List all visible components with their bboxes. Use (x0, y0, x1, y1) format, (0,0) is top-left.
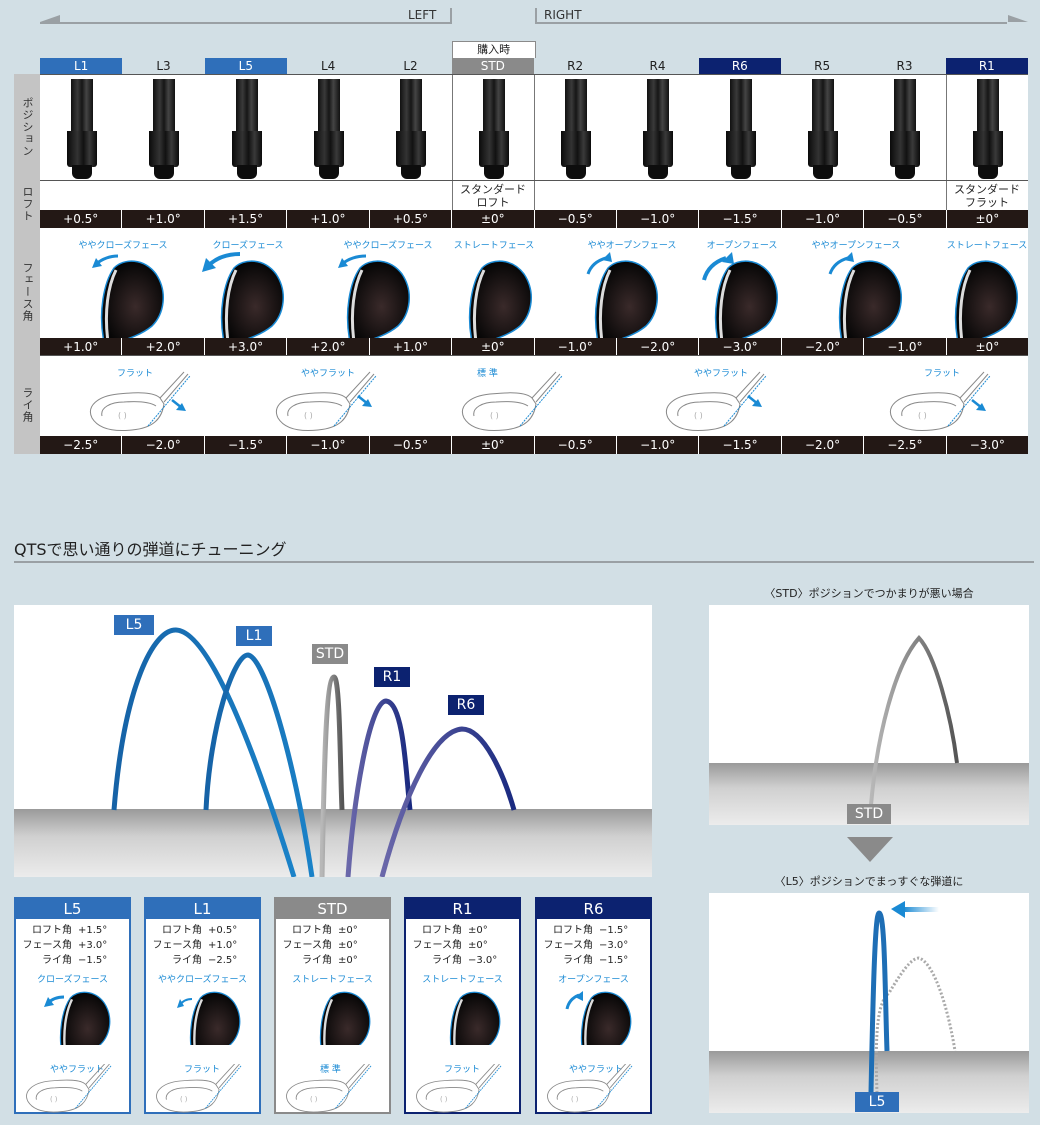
header-r6: R6 (698, 58, 781, 74)
left-label: LEFT (408, 8, 437, 22)
l5-trajectory-tag: L5 (114, 615, 154, 635)
face-icon (319, 991, 371, 1045)
section-title: QTSで思い通りの弾道にチューニング (14, 540, 287, 559)
std-caption: 〈STD〉ポジションでつかまりが悪い場合 (764, 587, 974, 600)
face-angle-row: フェース角 ややクローズフェース クローズフェース ややクローズフェース ストレ… (14, 228, 1028, 356)
down-arrow-icon (847, 837, 893, 862)
right-label: RIGHT (544, 8, 582, 22)
open-arrow-icon (586, 256, 607, 275)
lie-row-label: ライ角 (14, 355, 40, 454)
l1-trajectory-tag: L1 (236, 626, 272, 646)
header-l4: L4 (321, 59, 336, 73)
face-icon (449, 991, 501, 1045)
sleeve-image (642, 79, 673, 179)
sleeve-image (148, 79, 179, 179)
face-icon (177, 991, 241, 1045)
section-divider (14, 561, 1034, 563)
lie-icon (547, 1064, 633, 1113)
header-l1: L1 (40, 58, 123, 74)
lie-icon (26, 1064, 112, 1113)
header-l5: L5 (204, 58, 287, 74)
r1-trajectory-tag: R1 (374, 667, 410, 687)
std-tag: STD (847, 804, 891, 824)
sleeve-image (725, 79, 756, 179)
loft-row-label: ロフト (14, 180, 40, 228)
trajectory-curves (111, 627, 517, 877)
sleeve-image (478, 79, 509, 179)
lie-values: −2.5°−2.0°−1.5°−1.0°−0.5°±0°−0.5°−1.0°−1… (40, 436, 1028, 454)
right-arrow-icon (1008, 15, 1028, 22)
header-l3: L3 (156, 59, 171, 73)
trajectory-comparison-panel: L5 L1 STD R1 R6 (14, 605, 652, 877)
lie-angle-row: ライ角 フラット ややフラット 標 準 ややフラット フラット ( ) (14, 355, 1028, 454)
std-loft-note: スタンダードロフト (460, 183, 526, 209)
card-std: STD ロフト角±0° フェース角±0° ライ角±0° ストレートフェース 標 … (274, 897, 391, 1114)
header-std: STD (451, 58, 534, 74)
purchase-label: 購入時 (451, 41, 536, 58)
loft-values: +0.5°+1.0°+1.5°+1.0°+0.5°±0°−0.5°−1.0°−1… (40, 210, 1028, 228)
position-row-label: ポジション (14, 74, 40, 180)
lie-angle-illustrations: ( ) (89, 371, 991, 431)
std-trajectory-tag: STD (312, 644, 348, 664)
l5-tag: L5 (855, 1092, 899, 1112)
face-icon (44, 991, 111, 1045)
header-r3: R3 (896, 59, 913, 73)
face-angle-illustrations (92, 252, 1019, 338)
face-icon (565, 991, 632, 1045)
face-row-label: フェース角 (14, 228, 40, 355)
sleeve-image (560, 79, 591, 179)
header-l2: L2 (403, 59, 418, 73)
lie-icon (286, 1064, 372, 1113)
sleeve-image (889, 79, 920, 179)
left-arrow-icon (903, 907, 939, 912)
card-l5: L5 ロフト角+1.5° フェース角+3.0° ライ角−1.5° クローズフェー… (14, 897, 131, 1114)
sleeve-image (66, 79, 97, 179)
sleeve-image (807, 79, 838, 179)
card-r1: R1 ロフト角±0° フェース角±0° ライ角−3.0° ストレートフェース フ… (404, 897, 521, 1114)
l5-caption: 〈L5〉ポジションでまっすぐな弾道に (774, 875, 964, 888)
card-l1: L1 ロフト角+0.5° フェース角+1.0° ライ角−2.5° ややクローズフ… (144, 897, 261, 1114)
sleeve-image (231, 79, 262, 179)
header-r2: R2 (567, 59, 584, 73)
sleeve-image (395, 79, 426, 179)
left-arrow-icon (40, 15, 60, 22)
lie-icon (416, 1064, 502, 1113)
position-row: ポジション (14, 74, 1028, 180)
r6-trajectory-tag: R6 (448, 695, 484, 715)
r1-lie-note: スタンダードフラット (954, 183, 1020, 209)
header-r4: R4 (649, 59, 666, 73)
card-r6: R6 ロフト角−1.5° フェース角−3.0° ライ角−1.5° オープンフェー… (535, 897, 652, 1114)
sleeve-image (972, 79, 1003, 179)
header-r5: R5 (814, 59, 831, 73)
std-trajectory-panel: STD (709, 605, 1029, 825)
l5-trajectory-panel: L5 (709, 893, 1029, 1113)
sleeve-image (313, 79, 344, 179)
face-values: +1.0°+2.0°+3.0°+2.0°+1.0°±0°−1.0°−2.0°−3… (40, 338, 1028, 356)
loft-row: ロフト スタンダードロフト スタンダードフラット +0.5°+1.0°+1.5°… (14, 180, 1028, 228)
header-r1: R1 (945, 58, 1028, 74)
position-header-row: 購入時 L1 L3 L5 L4 L2 STD R2 R4 R6 R5 R3 R1 (40, 41, 1028, 74)
lie-icon (156, 1064, 242, 1113)
